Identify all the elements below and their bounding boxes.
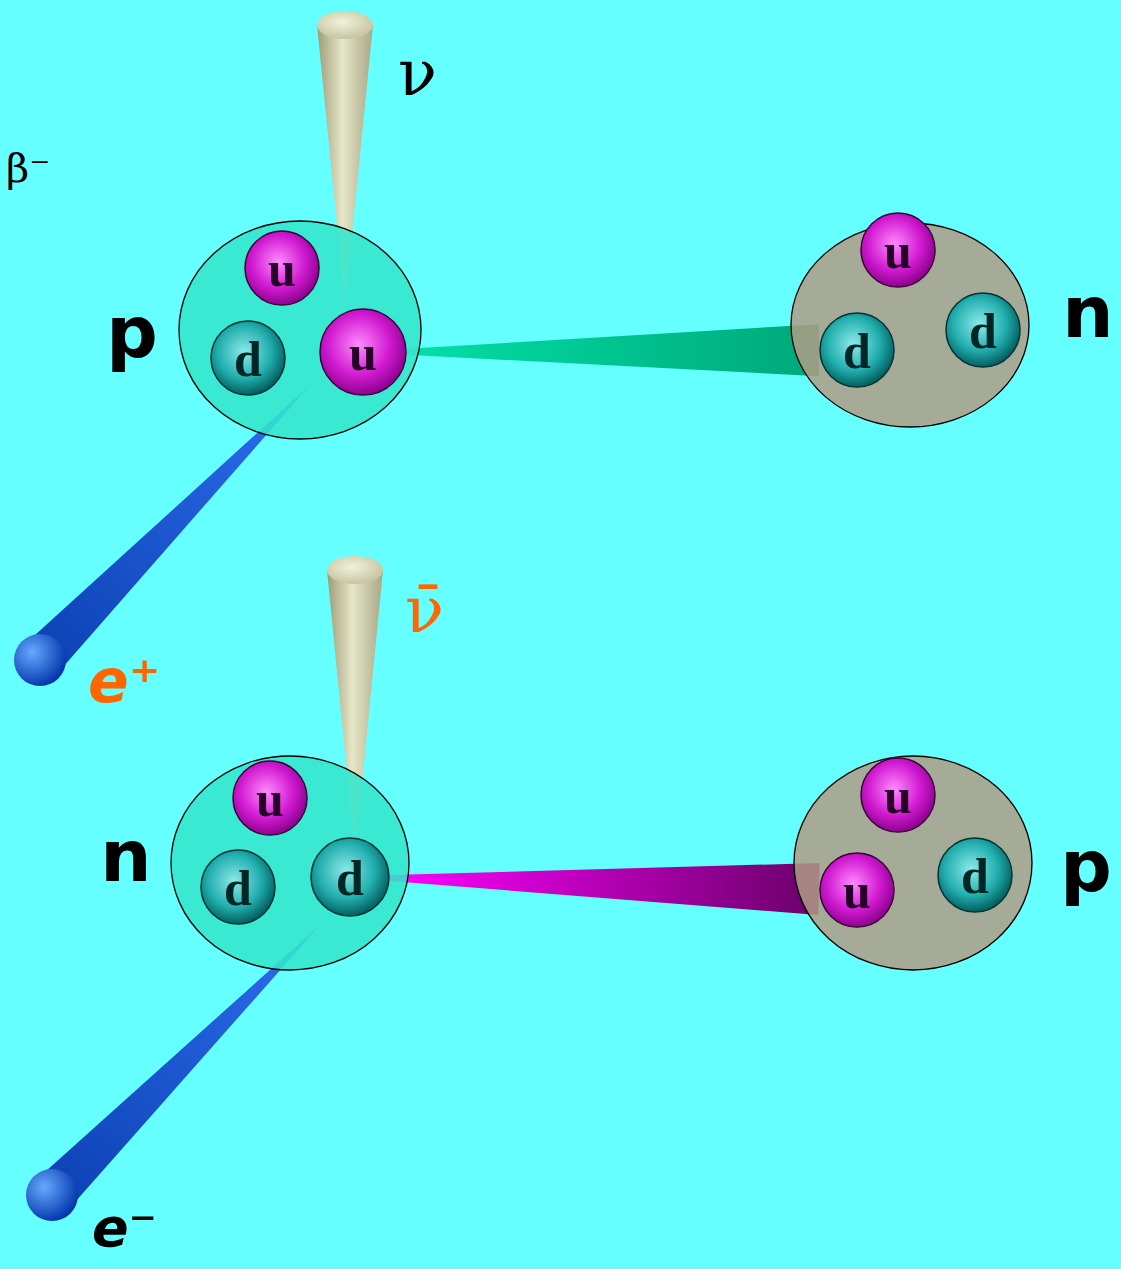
quark-circle: u xyxy=(860,757,936,833)
quark-label: d xyxy=(961,847,989,905)
nucleon-shape xyxy=(794,756,1032,970)
quark-label: d xyxy=(336,849,364,907)
nucleon-shape xyxy=(171,756,409,970)
quark-circle: d xyxy=(819,312,895,388)
particle-symbol: ν̄ xyxy=(405,575,444,645)
quark-label: d xyxy=(969,302,997,360)
particle-symbol: e⁺ xyxy=(88,648,160,714)
quark-shape xyxy=(320,309,406,395)
particle-symbol: ν xyxy=(398,38,437,108)
quark-circle: u xyxy=(819,852,895,928)
particle-symbol: e⁻ xyxy=(92,1198,157,1257)
quark-shape xyxy=(946,293,1020,367)
quark-label: u xyxy=(884,222,912,280)
quark-circle: u xyxy=(232,760,308,836)
quark-shape xyxy=(233,761,307,835)
particle-label: p xyxy=(106,290,158,374)
quark-label: u xyxy=(256,770,284,828)
nucleon-shape xyxy=(179,221,421,439)
particle-label: n xyxy=(1062,270,1113,354)
particle-label: p xyxy=(1060,824,1112,908)
transition-cone xyxy=(407,324,819,376)
quark-label: u xyxy=(843,862,871,920)
quark-shape xyxy=(820,313,894,387)
nucleon-circle: nudd xyxy=(790,222,1030,428)
nucleon-shape xyxy=(791,223,1029,427)
quark-label: d xyxy=(843,322,871,380)
quark-circle: d xyxy=(945,292,1021,368)
quark-label: d xyxy=(224,859,252,917)
transition-cone xyxy=(390,863,820,915)
quark-shape xyxy=(311,838,389,916)
quark-circle: u xyxy=(244,230,320,306)
quark-circle: d xyxy=(310,837,390,917)
quark-circle: d xyxy=(937,837,1013,913)
quark-circle: d xyxy=(210,320,286,396)
quark-label: u xyxy=(884,767,912,825)
quark-shape xyxy=(201,850,275,924)
particle-symbol: β⁻ xyxy=(6,146,50,190)
nucleon-circle: nudd xyxy=(170,755,410,971)
nucleon-circle: puud xyxy=(793,755,1033,971)
quark-label: u xyxy=(349,324,377,382)
quark-shape xyxy=(211,321,285,395)
antineutrino-cap xyxy=(327,556,383,584)
quark-circle: u xyxy=(860,212,936,288)
quark-circle: u xyxy=(319,308,407,396)
quark-circle: d xyxy=(200,849,276,925)
quark-shape xyxy=(861,758,935,832)
electron-ball xyxy=(26,1169,78,1221)
quark-label: u xyxy=(268,240,296,298)
quark-shape xyxy=(938,838,1012,912)
neutrino-cap xyxy=(317,11,373,39)
particle-label: n xyxy=(100,814,151,898)
quark-shape xyxy=(820,853,894,927)
quark-shape xyxy=(245,231,319,305)
quark-label: d xyxy=(234,330,262,388)
positron-ball xyxy=(14,634,66,686)
quark-shape xyxy=(861,213,935,287)
nucleon-circle: pudu xyxy=(178,220,422,440)
